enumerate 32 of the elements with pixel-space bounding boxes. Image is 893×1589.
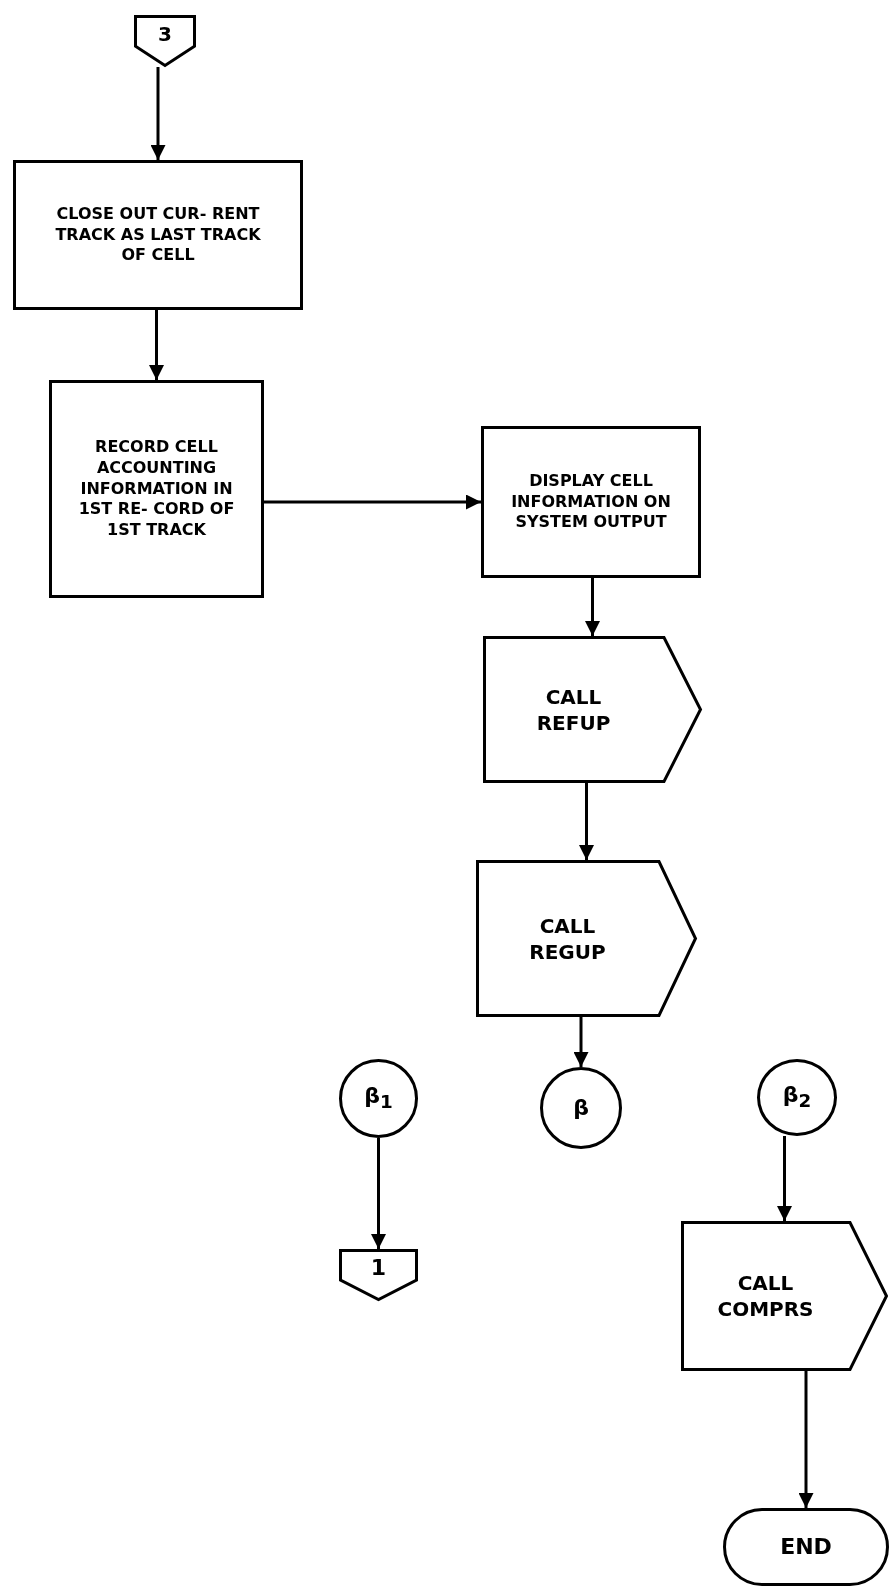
arrow bbox=[149, 310, 164, 380]
arrow bbox=[798, 1371, 814, 1508]
node-label: β bbox=[573, 1093, 589, 1122]
arrow bbox=[585, 578, 600, 636]
arrow bbox=[150, 67, 166, 160]
node-label: β$_{2}$ bbox=[782, 1081, 812, 1114]
off-page-connector bbox=[339, 1249, 418, 1301]
connector-circle bbox=[339, 1059, 418, 1138]
node-label: CLOSE OUT CUR- RENT TRACK AS LAST TRACK OF CELL bbox=[54, 203, 262, 267]
node-label: CALL REGUP bbox=[528, 912, 607, 965]
node-label: DISPLAY CELL INFORMATION ON SYSTEM OUTPUT bbox=[510, 470, 672, 534]
subroutine-call-box bbox=[476, 860, 697, 1017]
node-label: RECORD CELL ACCOUNTING INFORMATION IN 1ST RE- CORD OF 1ST TRACK bbox=[77, 437, 236, 541]
subroutine-call-box bbox=[483, 636, 702, 783]
node-label: END bbox=[780, 1532, 832, 1561]
off-page-connector bbox=[134, 15, 196, 67]
node-label: 1 bbox=[370, 1253, 387, 1282]
node-label: CALL COMPRS bbox=[716, 1270, 815, 1322]
node-label: CALL REFUP bbox=[535, 683, 612, 736]
arrow bbox=[573, 1017, 589, 1067]
process-box bbox=[49, 380, 264, 598]
node-label: β$_{1}$ bbox=[364, 1082, 393, 1115]
connector-circle bbox=[757, 1059, 837, 1136]
process-box bbox=[481, 426, 701, 578]
arrow bbox=[777, 1136, 792, 1221]
node-label: 3 bbox=[158, 21, 172, 48]
subroutine-call-box bbox=[681, 1221, 888, 1371]
arrow bbox=[579, 783, 594, 860]
arrow bbox=[264, 494, 481, 510]
process-box bbox=[13, 160, 303, 310]
connector-circle bbox=[540, 1067, 622, 1149]
arrow bbox=[371, 1138, 386, 1249]
